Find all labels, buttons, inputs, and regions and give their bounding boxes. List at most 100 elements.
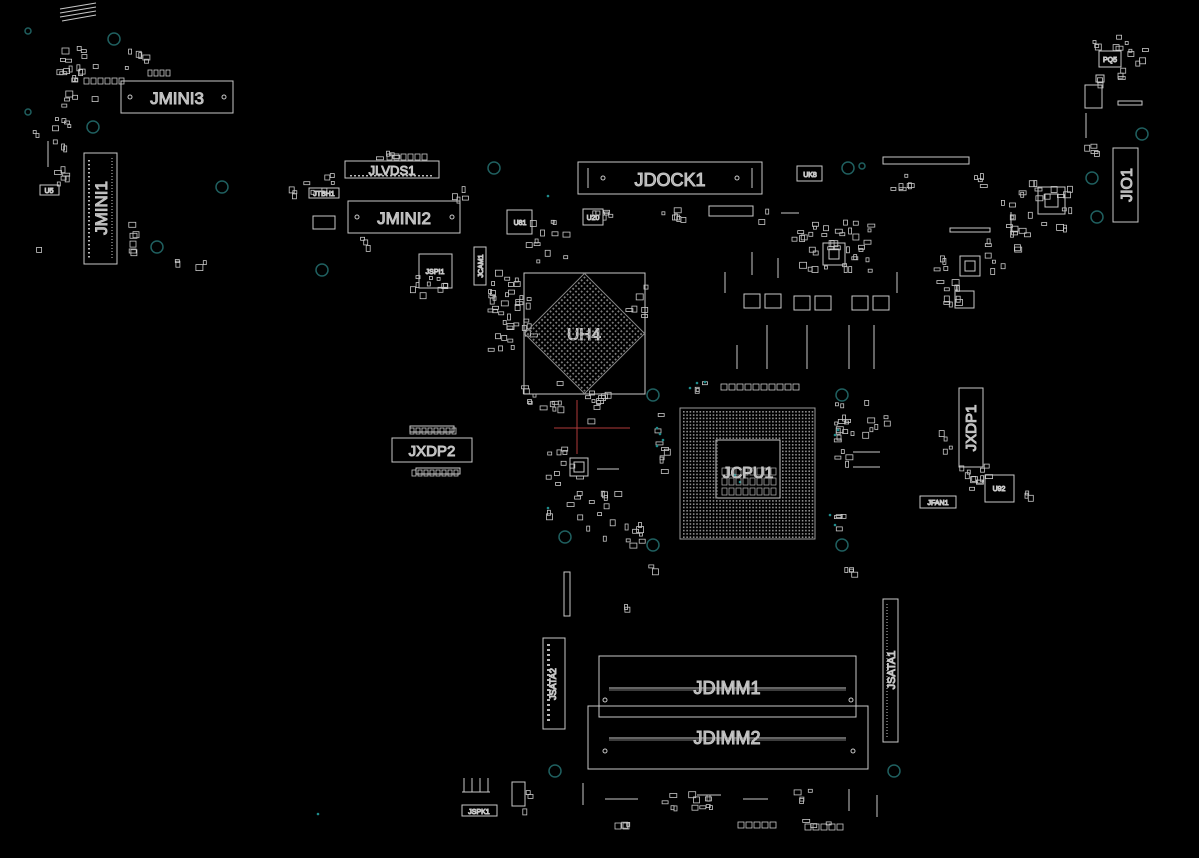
cpu-pin: [772, 533, 774, 535]
cpu-pin: [689, 440, 692, 443]
bga-ball: [566, 310, 569, 313]
cpu-pin: [752, 510, 754, 512]
cpu-pin: [795, 470, 797, 472]
uk8-chip[interactable]: [796, 165, 823, 182]
smd-part: [874, 423, 879, 430]
cpu-pin: [788, 414, 791, 416]
cpu-pin: [689, 533, 692, 535]
cpu-pin: [805, 529, 807, 532]
smd-part: [1027, 494, 1034, 502]
smd-part: [655, 441, 664, 446]
jmini2-connector[interactable]: [347, 200, 461, 234]
cpu-pin: [689, 483, 692, 486]
pq5-chip[interactable]: [1098, 50, 1122, 68]
cpu-pin: [696, 414, 698, 416]
cpu-pin: [811, 536, 814, 538]
bga-ball: [563, 312, 566, 316]
bga-ball: [603, 358, 606, 361]
jdimm2-slot[interactable]: [587, 705, 869, 770]
cpu-center-pad: [735, 487, 742, 496]
bga-ball: [552, 346, 555, 350]
smd-part: [492, 309, 499, 314]
cpu-pin: [686, 496, 688, 499]
smd-part: [908, 182, 912, 190]
smd-part: [800, 234, 808, 241]
jsata2-connector[interactable]: [542, 637, 566, 730]
cpu-pin: [699, 496, 702, 499]
cpu-pin: [686, 536, 688, 538]
smd-part: [498, 345, 504, 352]
bga-ball: [557, 324, 561, 327]
resistor: [752, 383, 760, 391]
cpu-pin: [795, 519, 797, 522]
u81-chip[interactable]: [506, 209, 533, 235]
bga-ball: [557, 352, 561, 356]
uh4-chip[interactable]: [523, 272, 646, 395]
cpu-pin: [795, 447, 797, 449]
bga-ball: [557, 358, 561, 361]
jlvds1-connector[interactable]: [344, 160, 440, 179]
cpu-pin: [795, 526, 797, 529]
bga-ball: [617, 315, 620, 319]
cpu-pin: [689, 430, 692, 433]
jcam1-connector[interactable]: [473, 246, 487, 286]
bga-ball: [540, 346, 544, 350]
via: [655, 426, 659, 430]
cpu-pin: [791, 463, 794, 466]
jfan1-connector[interactable]: [919, 495, 957, 509]
bga-ball: [594, 287, 598, 291]
jmini3-connector[interactable]: [120, 80, 234, 114]
jspk1-connector[interactable]: [461, 804, 498, 817]
bga-ball: [605, 304, 609, 308]
cpu-pin: [699, 536, 702, 538]
smd-part: [824, 265, 828, 270]
jmini1-connector[interactable]: [83, 152, 118, 265]
cpu-pin: [729, 536, 731, 538]
cpu-pin: [709, 503, 711, 505]
cpu-pin: [686, 417, 688, 420]
cpu-pin: [689, 519, 692, 522]
cpu-pin: [775, 533, 777, 535]
cpu-pin: [706, 414, 708, 416]
capacitor: [764, 293, 782, 309]
cpu-pin: [686, 447, 688, 449]
u20-chip[interactable]: [582, 208, 604, 226]
jspi1-connector[interactable]: [418, 253, 453, 289]
smd-part: [1116, 34, 1122, 40]
capacitor: [1095, 74, 1105, 83]
cpu-pin: [709, 493, 711, 496]
smd-part: [61, 118, 67, 123]
cpu-pin: [683, 444, 685, 446]
cpu-pin: [712, 457, 715, 459]
cpu-pin: [745, 427, 748, 430]
smd-part: [592, 210, 597, 217]
jdock1-connector[interactable]: [577, 161, 763, 195]
cpu-pin: [758, 529, 761, 532]
jxdp1-connector[interactable]: [958, 387, 984, 468]
pin: [547, 704, 550, 706]
cpu-pin: [692, 417, 695, 420]
cpu-pin: [692, 496, 695, 499]
jxdp2-connector[interactable]: [391, 437, 473, 463]
cpu-pin: [692, 463, 695, 466]
cpu-pin: [739, 510, 741, 512]
smd-part: [513, 281, 521, 287]
resistor: [433, 427, 439, 435]
jtbh1-connector[interactable]: [308, 187, 340, 199]
cpu-pin: [768, 434, 771, 436]
jsata1-connector[interactable]: [882, 598, 899, 743]
cpu-pin: [732, 513, 735, 515]
cpu-pin: [765, 500, 768, 502]
jdimm1-slot[interactable]: [598, 655, 857, 718]
jio1-connector[interactable]: [1112, 147, 1139, 223]
small-ic-pad: [573, 461, 585, 473]
smd-part: [522, 808, 528, 816]
u92-chip[interactable]: [984, 474, 1015, 503]
cpu-pin: [775, 526, 777, 529]
cpu-pin: [712, 430, 715, 433]
u5-chip[interactable]: [39, 184, 60, 196]
cpu-pin: [788, 480, 791, 482]
cpu-center-pad: [756, 487, 763, 496]
smd-part: [867, 268, 873, 273]
cpu-pin: [729, 526, 731, 529]
